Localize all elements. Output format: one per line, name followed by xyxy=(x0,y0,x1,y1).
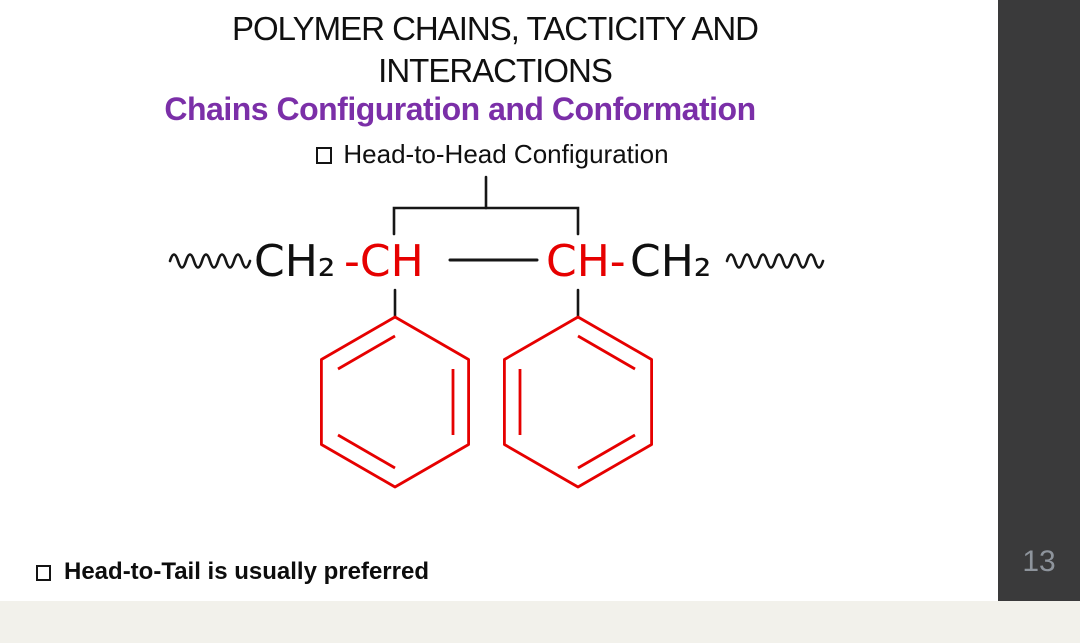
head-to-head-label: Head-to-Head Configuration xyxy=(343,139,669,169)
bottom-strip xyxy=(0,601,1080,643)
right-ch2-label: CH₂ xyxy=(630,236,711,287)
square-bullet-icon xyxy=(316,147,333,164)
head-to-tail-label: Head-to-Tail is usually preferred xyxy=(64,558,429,585)
slide-canvas: POLYMER CHAINS, TACTICITY AND INTERACTIO… xyxy=(0,8,990,586)
slide-subtitle: Chains Configuration and Conformation xyxy=(164,91,756,127)
left-ch2-label: CH₂ xyxy=(254,236,335,287)
slide-title-line2: INTERACTIONS xyxy=(378,52,613,89)
right-chain-squiggle-icon xyxy=(725,253,825,269)
benzene-ring-right xyxy=(502,315,653,489)
slide-title-line1: POLYMER CHAINS, TACTICITY AND xyxy=(232,10,759,47)
head-to-tail-note-row: Head-to-Tail is usually preferred xyxy=(36,558,429,586)
left-chain-squiggle-icon xyxy=(168,253,252,269)
right-ch-label: CH- xyxy=(546,236,626,287)
chemical-structure-diagram: CH₂ -CH CH- CH₂ xyxy=(168,175,825,489)
benzene-ring-left xyxy=(319,315,471,489)
square-bullet-icon xyxy=(36,565,51,581)
head-to-head-bullet-row: Head-to-Head Configuration xyxy=(0,139,985,170)
right-sidebar: 13 xyxy=(998,0,1080,601)
head-to-head-bracket xyxy=(392,206,580,236)
left-ch-label: -CH xyxy=(344,236,424,287)
page-number: 13 xyxy=(1022,545,1056,578)
slide-title: POLYMER CHAINS, TACTICITY AND INTERACTIO… xyxy=(0,8,990,92)
